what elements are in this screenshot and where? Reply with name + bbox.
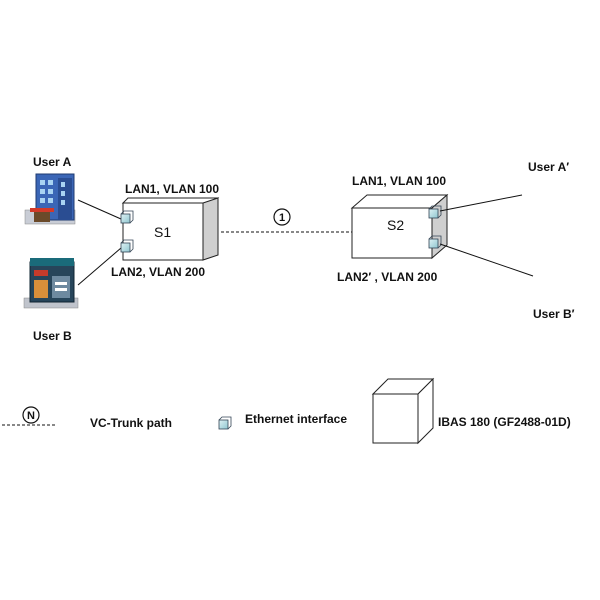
user-a-prime-label: User A′ <box>528 160 569 174</box>
s1-name: S1 <box>154 224 171 240</box>
user-a-label: User A <box>33 155 72 169</box>
legend-device-icon <box>371 377 435 445</box>
path-marker-number: 1 <box>279 212 285 224</box>
link-user-b-s1 <box>77 247 122 286</box>
s1-bottom-label: LAN2, VLAN 200 <box>111 265 205 279</box>
s2-top-label: LAN1, VLAN 100 <box>352 174 446 188</box>
legend-interface-icon <box>218 416 232 430</box>
s2-port-bottom <box>428 235 442 249</box>
user-b-shop-icon <box>23 258 79 309</box>
legend-path-label: VC-Trunk path <box>90 416 172 430</box>
s1-port-top <box>120 210 134 224</box>
s1-port-bottom <box>120 239 134 253</box>
link-user-a-s1 <box>77 199 122 220</box>
user-b-prime-label: User B′ <box>533 307 575 321</box>
s2-bottom-label: LAN2′ , VLAN 200 <box>337 270 438 284</box>
user-a-building-icon <box>24 173 76 225</box>
s2-name: S2 <box>387 217 404 233</box>
path-marker-circle: 1 <box>273 208 291 226</box>
legend-path-symbol: N <box>27 410 35 422</box>
link-s2-user-a-prime <box>439 194 523 212</box>
legend-interface-label: Ethernet interface <box>245 412 347 426</box>
legend: N VC-Trunk path Ethernet interface IBAS … <box>2 377 571 445</box>
user-b-label: User B <box>33 329 72 343</box>
link-s2-user-b-prime <box>439 243 534 277</box>
legend-path-circle <box>22 406 40 424</box>
legend-device-label: IBAS 180 (GF2488-01D) <box>438 415 571 429</box>
s1-device <box>121 197 220 261</box>
s1-top-label: LAN1, VLAN 100 <box>125 182 219 196</box>
s2-port-top <box>428 205 442 219</box>
